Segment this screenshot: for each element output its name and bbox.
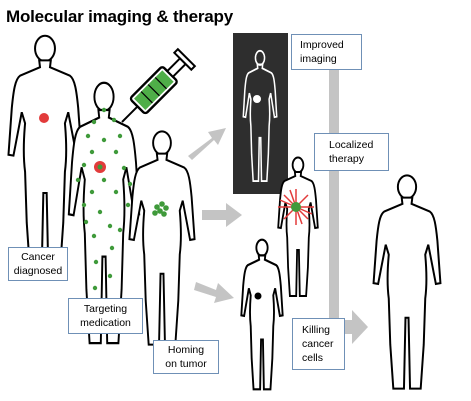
label-targeting-medication: Targeting medication xyxy=(68,298,143,334)
medication-particles xyxy=(75,107,133,291)
arrow-to-killing xyxy=(194,282,234,303)
label-improved-imaging: Improved imaging xyxy=(291,34,362,70)
figure-healthy xyxy=(372,174,442,390)
label-cancer-diagnosed: Cancer diagnosed xyxy=(8,247,68,281)
dead-cell-dot xyxy=(254,292,262,300)
homing-cluster xyxy=(152,201,169,217)
syringe-icon xyxy=(121,47,197,123)
vertical-connector xyxy=(329,40,339,352)
imaging-hotspot xyxy=(253,95,261,103)
page-title: Molecular imaging & therapy xyxy=(6,7,233,26)
tumor-dot xyxy=(39,113,49,123)
arrow-to-therapy xyxy=(202,203,242,227)
figure-killing xyxy=(240,238,284,391)
arrow-to-healthy xyxy=(345,310,368,344)
figure-diagnosed xyxy=(7,34,83,273)
label-localized-therapy: Localized therapy xyxy=(314,133,389,171)
flow-arrows xyxy=(188,128,368,344)
arrow-to-imaging xyxy=(188,128,226,160)
label-homing-on-tumor: Homing on tumor xyxy=(153,340,219,374)
label-killing-cancer-cells: Killing cancer cells xyxy=(292,318,345,370)
imaging-panel xyxy=(233,33,288,194)
